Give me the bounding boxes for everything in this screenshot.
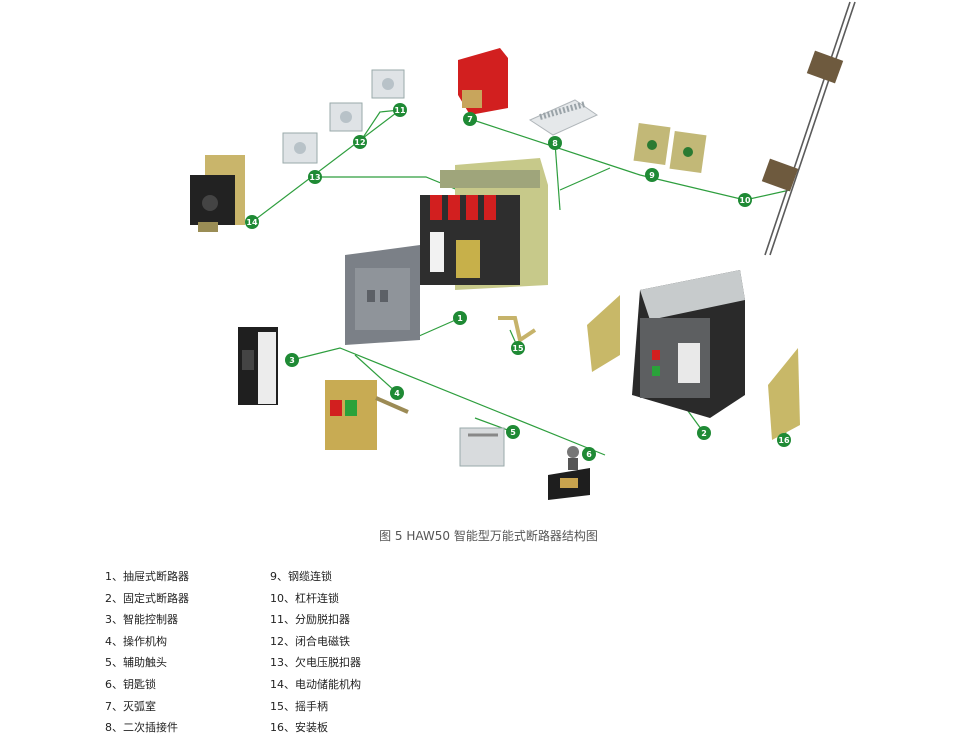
svg-text:10: 10 bbox=[739, 196, 751, 205]
legend-item: 12、闭合电磁铁 bbox=[270, 634, 350, 648]
legend-item: 5、辅助触头 bbox=[105, 656, 167, 670]
drawout-cradle bbox=[345, 245, 420, 345]
legend-column-right: 9、钢缆连锁 10、杠杆连锁 11、分励脱扣器 12、闭合电磁铁 13、欠电压脱… bbox=[270, 566, 361, 739]
callout-badge-7: 7 bbox=[463, 112, 477, 126]
legend-item: 10、杠杆连锁 bbox=[270, 591, 339, 605]
legend-item: 4、操作机构 bbox=[105, 634, 167, 648]
svg-text:12: 12 bbox=[354, 138, 365, 147]
undervoltage-release bbox=[282, 132, 318, 164]
svg-text:1: 1 bbox=[457, 314, 463, 323]
svg-text:11: 11 bbox=[394, 106, 406, 115]
motor-charging-mechanism bbox=[190, 155, 245, 232]
svg-text:13: 13 bbox=[309, 173, 320, 182]
callout-badge-15: 15 bbox=[511, 341, 525, 355]
callout-badge-2: 2 bbox=[697, 426, 711, 440]
callout-badge-8: 8 bbox=[548, 136, 562, 150]
closing-electromagnet bbox=[329, 102, 363, 132]
legend-item: 16、安装板 bbox=[270, 721, 328, 735]
svg-text:14: 14 bbox=[246, 218, 258, 227]
key-lock bbox=[548, 446, 590, 500]
legend-item: 13、欠电压脱扣器 bbox=[270, 656, 361, 670]
steel-cable bbox=[764, 1, 856, 256]
crank-handle bbox=[498, 316, 537, 344]
cable-interlock-bottom bbox=[761, 158, 799, 192]
legend-item: 3、智能控制器 bbox=[105, 613, 178, 627]
secondary-connector bbox=[528, 99, 599, 136]
callout-badge-16: 16 bbox=[777, 433, 791, 447]
legend-item: 6、钥匙锁 bbox=[105, 677, 156, 691]
legend-item: 1、抽屉式断路器 bbox=[105, 570, 189, 583]
auxiliary-contacts bbox=[459, 427, 505, 467]
callout-badge-6: 6 bbox=[582, 447, 596, 461]
svg-text:2: 2 bbox=[701, 429, 707, 438]
svg-text:16: 16 bbox=[778, 436, 790, 445]
fixed-breaker bbox=[632, 270, 745, 418]
shunt-release bbox=[371, 69, 405, 99]
legend-item: 11、分励脱扣器 bbox=[270, 613, 350, 627]
arc-chamber bbox=[458, 48, 508, 115]
callout-badge-11: 11 bbox=[393, 103, 407, 117]
drawout-breaker bbox=[420, 158, 548, 290]
svg-text:7: 7 bbox=[467, 115, 473, 124]
svg-text:6: 6 bbox=[586, 450, 592, 459]
callout-badge-14: 14 bbox=[245, 215, 259, 229]
callout-badge-5: 5 bbox=[506, 425, 520, 439]
cable-interlock-top bbox=[806, 50, 844, 84]
legend-item: 9、钢缆连锁 bbox=[270, 570, 332, 583]
callout-badge-1: 1 bbox=[453, 311, 467, 325]
callout-badges: 11 12 13 14 7 8 9 10 1 15 3 4 5 6 2 16 bbox=[245, 103, 791, 461]
callout-badge-9: 9 bbox=[645, 168, 659, 182]
legend-item: 14、电动储能机构 bbox=[270, 677, 361, 691]
intelligent-controller bbox=[238, 327, 278, 405]
callout-badge-12: 12 bbox=[353, 135, 367, 149]
interlock-plates bbox=[633, 122, 707, 174]
callout-badge-4: 4 bbox=[390, 386, 404, 400]
exploded-diagram: 11 12 13 14 7 8 9 10 1 15 3 4 5 6 2 16 bbox=[190, 1, 856, 500]
callout-badge-3: 3 bbox=[285, 353, 299, 367]
svg-text:9: 9 bbox=[649, 171, 655, 180]
svg-text:4: 4 bbox=[394, 389, 400, 398]
legend-item: 8、二次插接件 bbox=[105, 721, 178, 735]
legend-column-left: 1、抽屉式断路器 2、固定式断路器 3、智能控制器 4、操作机构 5、辅助触头 … bbox=[105, 566, 189, 739]
legend-item: 7、灭弧室 bbox=[105, 699, 156, 713]
mounting-plates bbox=[587, 295, 800, 440]
svg-text:5: 5 bbox=[510, 428, 516, 437]
legend-item: 15、摇手柄 bbox=[270, 699, 328, 713]
svg-text:15: 15 bbox=[512, 344, 524, 353]
figure-caption: 图 5 HAW50 智能型万能式断路器结构图 bbox=[379, 529, 598, 543]
svg-text:8: 8 bbox=[552, 139, 558, 148]
operating-mechanism bbox=[325, 380, 409, 450]
callout-badge-10: 10 bbox=[738, 193, 752, 207]
svg-text:3: 3 bbox=[289, 356, 295, 365]
callout-badge-13: 13 bbox=[308, 170, 322, 184]
legend-item: 2、固定式断路器 bbox=[105, 591, 189, 605]
